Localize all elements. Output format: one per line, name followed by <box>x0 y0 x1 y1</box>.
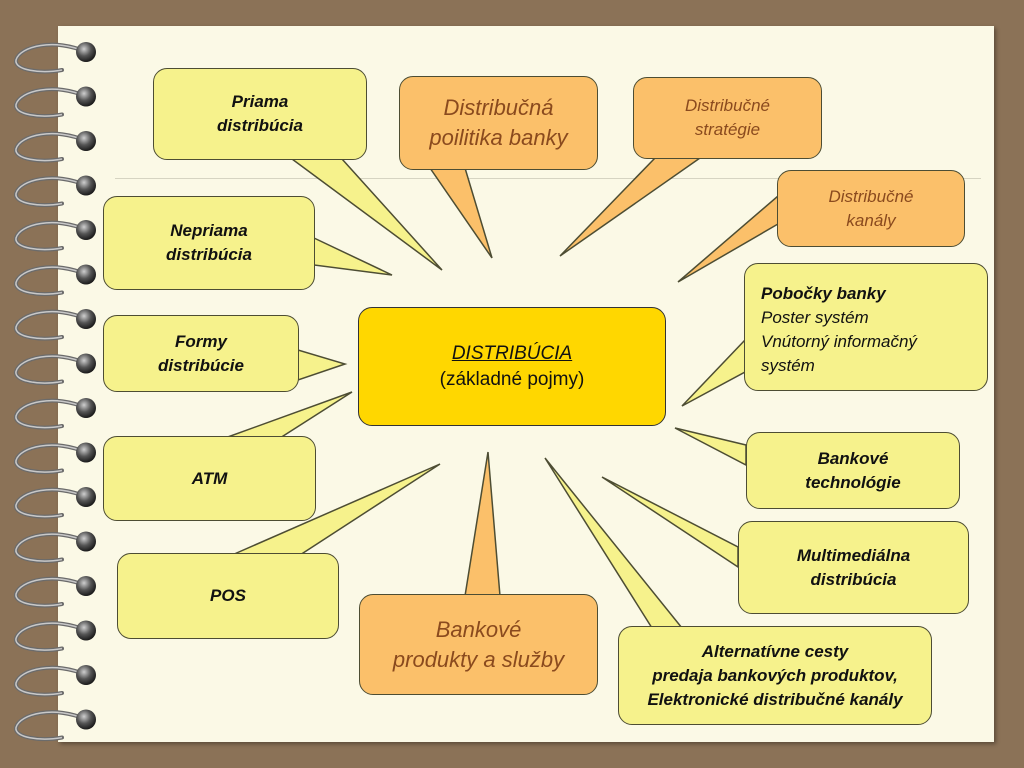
label-line: POS <box>210 586 246 605</box>
label-line: Distribučné <box>828 186 914 206</box>
binding-ring <box>14 86 96 119</box>
binding-ring <box>14 398 96 430</box>
label-line: distribúcie <box>158 355 244 375</box>
label-line: Vnútorný informačný <box>761 332 917 351</box>
binding-ring <box>14 353 96 386</box>
box-atm: ATM <box>103 436 316 521</box>
center-box-distribucia: DISTRIBÚCIA (základné pojmy) <box>358 307 666 426</box>
box-pos: POS <box>117 553 339 639</box>
binding-ring <box>14 175 96 208</box>
label-line: Formy <box>175 331 227 351</box>
binding-ring <box>14 442 96 475</box>
binding-ring <box>14 665 96 697</box>
box-distribucna-politika: Distribučná poilitika banky <box>399 76 598 170</box>
center-subtitle: (základné pojmy) <box>439 368 585 390</box>
label-line: systém <box>761 356 815 375</box>
box-multimedialna-distribucia: Multimediálna distribúcia <box>738 521 969 614</box>
label-line: produkty a služby <box>392 646 565 672</box>
binding-ring <box>14 264 96 297</box>
box-distribucne-kanaly: Distribučné kanály <box>777 170 965 247</box>
center-title: DISTRIBÚCIA <box>451 342 573 364</box>
box-alternativne-cesty: Alternatívne cesty predaja bankových pro… <box>618 626 932 725</box>
label-line: Bankové <box>435 616 522 642</box>
box-formy-distribucie: Formy distribúcie <box>103 315 299 392</box>
binding-ring <box>14 531 96 564</box>
label-line: kanály <box>846 210 896 230</box>
binding-ring <box>14 709 96 742</box>
label-line: Distribučná <box>443 95 554 120</box>
binding-ring <box>14 42 96 74</box>
label-line: stratégie <box>694 120 761 139</box>
binding-ring <box>14 131 96 163</box>
page-rule-line <box>115 178 981 179</box>
label-line: technológie <box>805 472 901 492</box>
box-distribucne-strategie: Distribučné stratégie <box>633 77 822 159</box>
binding-ring <box>14 487 96 519</box>
box-bankove-technologie: Bankové technológie <box>746 432 960 509</box>
binding-ring <box>14 220 96 252</box>
label-line: Distribučné <box>684 96 771 115</box>
label-line: distribúcia <box>217 116 303 135</box>
label-line: Elektronické distribučné kanály <box>647 689 903 709</box>
label-line: Bankové <box>817 448 889 468</box>
box-priama-distribucia: Priama distribúcia <box>153 68 367 160</box>
label-line: Multimediálna <box>796 545 911 565</box>
box-nepriama-distribucia: Nepriama distribúcia <box>103 196 315 290</box>
label-line: distribúcia <box>810 569 897 589</box>
box-bankove-produkty: Bankové produkty a služby <box>359 594 598 695</box>
label-line: Priama <box>231 92 289 111</box>
box-pobocky-banky: Pobočky banky Poster systém Vnútorný inf… <box>744 263 988 391</box>
label-line: poilitika banky <box>429 125 568 150</box>
binding-ring <box>14 576 96 608</box>
binding-ring <box>14 620 96 653</box>
binding-ring <box>14 309 96 341</box>
label-line: Poster systém <box>761 308 869 327</box>
label-line: Pobočky banky <box>761 284 886 303</box>
label-line: predaja bankových produktov, <box>652 665 898 685</box>
label-line: ATM <box>191 468 228 488</box>
label-line: Nepriama <box>170 221 248 240</box>
label-line: distribúcia <box>166 245 252 264</box>
label-line: Alternatívne cesty <box>701 641 849 661</box>
